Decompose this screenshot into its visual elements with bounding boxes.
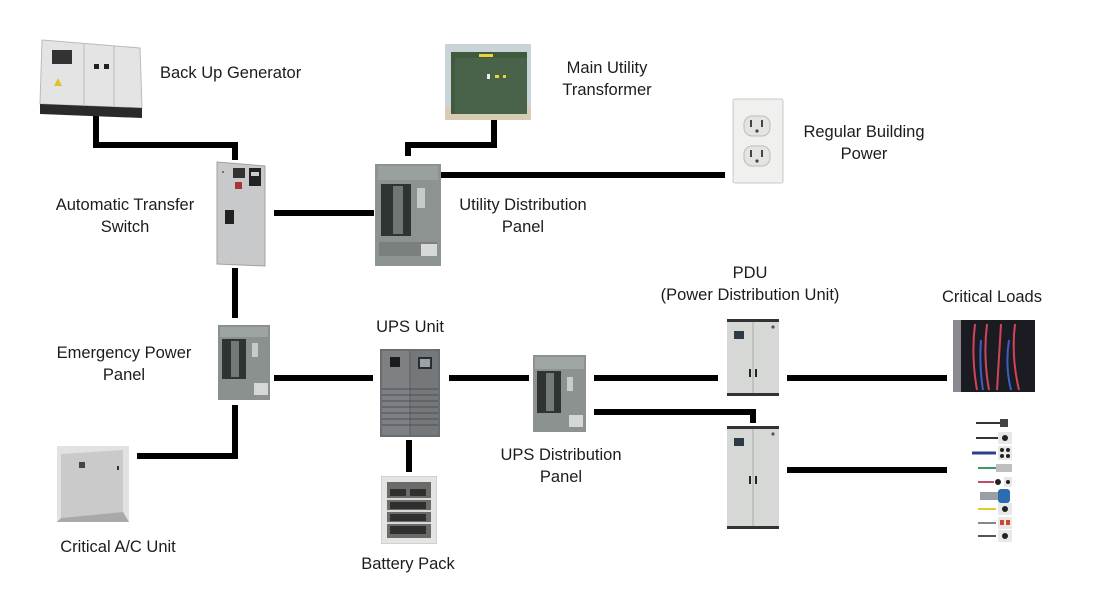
building-outlet-image[interactable] xyxy=(732,98,784,184)
ups-cabinet-icon xyxy=(380,349,440,437)
ac-unit-image[interactable] xyxy=(57,446,129,522)
wire-pdu1-to-servers xyxy=(787,375,947,381)
ats-image[interactable] xyxy=(213,158,269,268)
wire-ups-to-battery xyxy=(406,440,412,472)
transformer-image[interactable] xyxy=(445,44,531,120)
ups-panel-image[interactable] xyxy=(533,355,586,432)
ups-panel-label: UPS Distribution Panel xyxy=(500,446,622,486)
wire-utility-to-building xyxy=(441,172,725,178)
wire-pdu2-drop xyxy=(750,409,756,423)
wire-ups-to-ups-panel xyxy=(449,375,529,381)
ac-unit-label: Critical A/C Unit xyxy=(60,538,176,556)
battery-cabinet-icon xyxy=(381,476,437,544)
outlet-icon xyxy=(732,98,784,184)
transfer-switch-icon xyxy=(216,161,266,267)
generator-icon xyxy=(39,39,143,118)
wire-ats-to-emergency xyxy=(232,268,238,318)
transformer-label: Main Utility Transformer xyxy=(562,59,652,99)
wire-ups-panel-to-pdu1 xyxy=(594,375,718,381)
emergency-panel-image[interactable] xyxy=(218,325,270,400)
distribution-panel-icon xyxy=(375,164,441,266)
ups-unit-image[interactable] xyxy=(380,349,440,437)
wire-generator-down xyxy=(93,110,99,148)
pdu-2-image[interactable] xyxy=(727,426,779,529)
utility-panel-label: Utility Distribution Panel xyxy=(459,196,587,236)
battery-pack-label: Battery Pack xyxy=(361,555,455,573)
pdu-cabinet-icon xyxy=(727,319,779,396)
critical-loads-servers-image[interactable] xyxy=(953,320,1035,392)
ac-unit-icon xyxy=(57,446,129,522)
wire-transformer-down xyxy=(491,118,497,148)
building-power-label: Regular Building Power xyxy=(803,123,925,163)
pdu-label: PDU (Power Distribution Unit) xyxy=(660,264,840,304)
pdu-cabinet-icon xyxy=(727,426,779,529)
wire-generator-to-ats xyxy=(93,142,238,148)
distribution-panel-icon xyxy=(218,325,270,400)
wire-emergency-to-ups xyxy=(274,375,373,381)
wire-pdu2-to-connectors xyxy=(787,467,947,473)
critical-loads-connectors-image[interactable] xyxy=(968,412,1018,542)
server-rack-icon xyxy=(953,320,1035,392)
wire-ats-to-utility xyxy=(274,210,374,216)
generator-image[interactable] xyxy=(36,34,148,122)
power-connectors-icon xyxy=(972,419,1012,542)
wire-emergency-down xyxy=(232,405,238,459)
emergency-panel-label: Emergency Power Panel xyxy=(56,344,192,384)
wire-utility-panel-up xyxy=(405,142,411,156)
transformer-icon xyxy=(445,44,531,120)
ats-label: Automatic Transfer Switch xyxy=(55,196,195,236)
wire-ups-panel-to-pdu2 xyxy=(594,409,756,415)
wire-to-ac-unit xyxy=(137,453,238,459)
battery-pack-image[interactable] xyxy=(381,476,437,544)
generator-label: Back Up Generator xyxy=(160,64,302,82)
distribution-panel-icon xyxy=(533,355,586,432)
critical-loads-label: Critical Loads xyxy=(942,288,1042,306)
pdu-1-image[interactable] xyxy=(727,319,779,396)
utility-panel-image[interactable] xyxy=(375,164,441,266)
wire-transformer-to-panel xyxy=(405,142,497,148)
ups-unit-label: UPS Unit xyxy=(376,318,444,336)
wire-ats-up xyxy=(232,142,238,160)
